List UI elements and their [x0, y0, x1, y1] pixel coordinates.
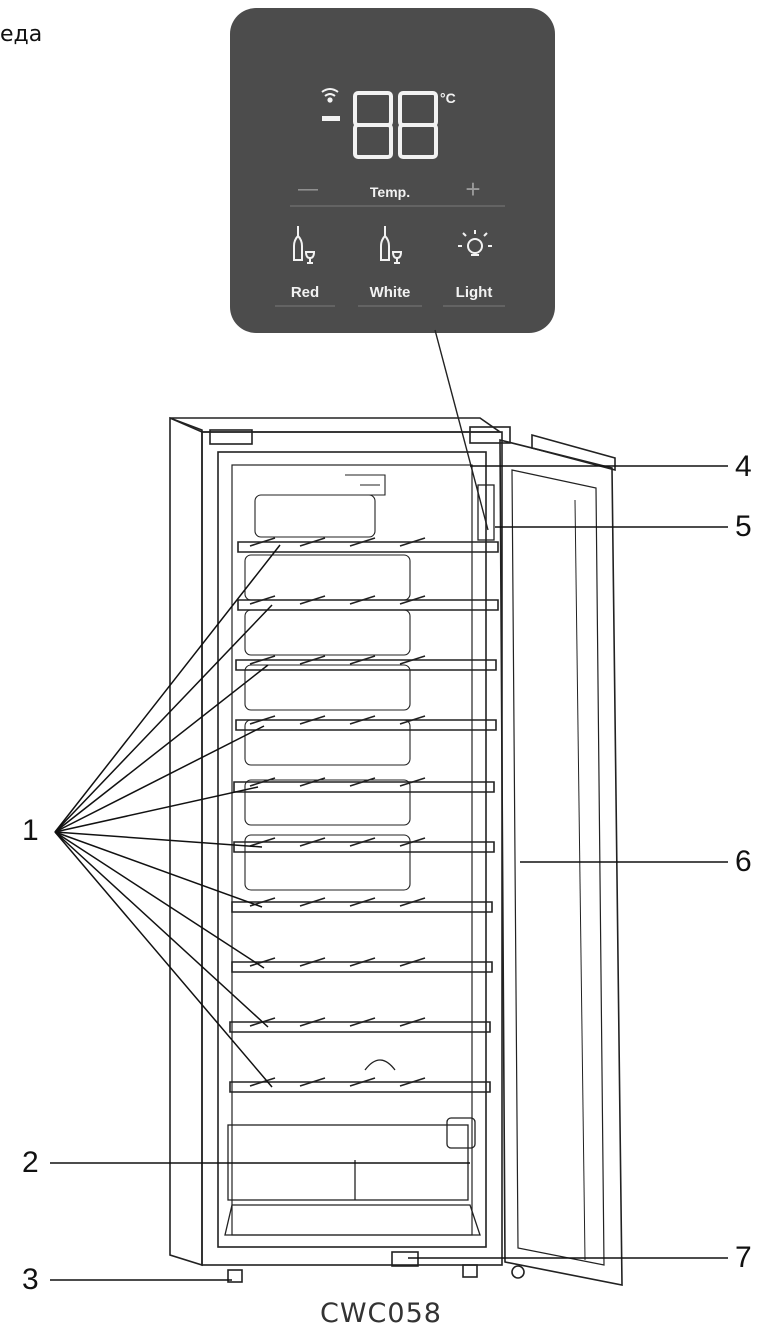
callout-5: 5	[735, 510, 752, 543]
plus-button[interactable]: +	[465, 174, 481, 204]
seven-segment-display	[353, 91, 438, 159]
callout-6: 6	[735, 845, 752, 878]
callout-4: 4	[735, 450, 752, 483]
light-bulb-icon	[458, 230, 492, 256]
control-panel-graphics	[275, 88, 505, 307]
wifi-icon	[321, 88, 339, 103]
minus-button[interactable]: —	[298, 178, 318, 200]
temp-label: Temp.	[369, 184, 411, 200]
model-label: CWC058	[320, 1298, 442, 1329]
callout-2: 2	[22, 1146, 39, 1179]
callout-leaders	[50, 465, 728, 1281]
control-panel: °C — Temp. + Red White Light	[230, 8, 555, 333]
temperature-unit: °C	[440, 90, 456, 106]
rear-evaporator-plate	[244, 474, 411, 891]
lower-compartment	[224, 1059, 481, 1236]
display-minus-segment	[322, 116, 340, 121]
red-wine-bottle-icon	[293, 226, 316, 264]
cabinet-body	[169, 416, 511, 1267]
wine-shelves	[229, 537, 499, 1093]
glass-door	[477, 433, 623, 1286]
light-button[interactable]: Light	[455, 284, 493, 301]
adjustable-feet	[227, 1251, 525, 1283]
corner-text: еда	[0, 22, 43, 47]
callout-3: 3	[22, 1263, 39, 1296]
callout-7: 7	[735, 1241, 752, 1274]
white-wine-bottle-icon	[380, 226, 403, 264]
white-button[interactable]: White	[369, 284, 411, 301]
callout-1: 1	[22, 814, 39, 847]
red-button[interactable]: Red	[290, 284, 320, 301]
